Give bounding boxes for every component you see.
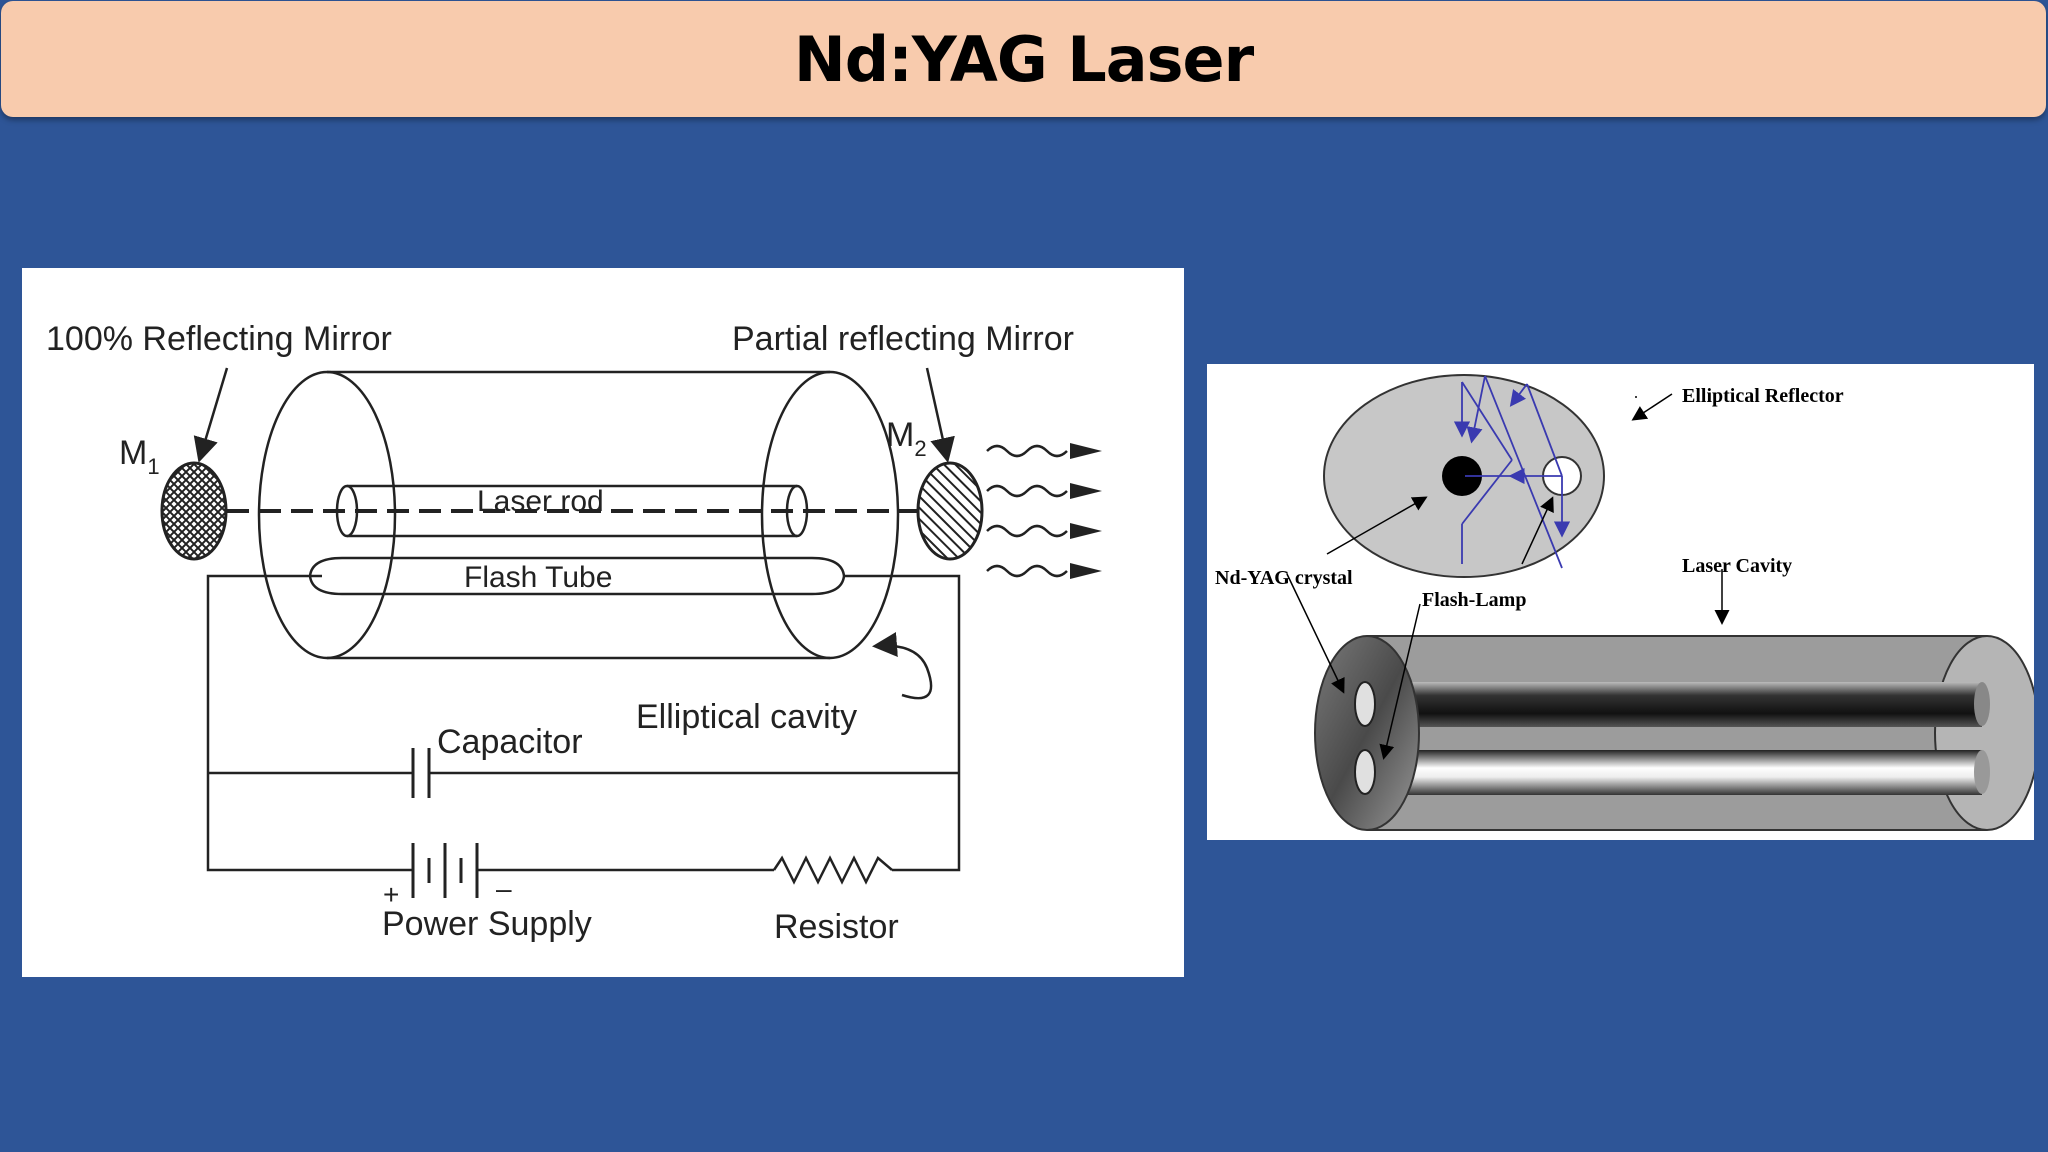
label-m1: M1 xyxy=(119,434,160,479)
label-plus: + xyxy=(383,879,399,910)
page-title: Nd:YAG Laser xyxy=(793,22,1254,96)
label-elliptical-reflector: Elliptical Reflector xyxy=(1682,385,1844,407)
label-nd-yag-crystal: Nd-YAG crystal xyxy=(1215,567,1353,589)
m2-pointer-arrow xyxy=(925,367,955,463)
label-capacitor: Capacitor xyxy=(437,723,583,761)
resistor-symbol xyxy=(772,855,893,885)
capacitor-symbol xyxy=(411,748,431,798)
nd-yag-crystal-cross-section xyxy=(1442,456,1482,496)
label-power-supply: Power Supply xyxy=(382,905,592,943)
label-laser-cavity: Laser Cavity xyxy=(1682,555,1792,577)
label-elliptical-cavity: Elliptical cavity xyxy=(636,698,857,736)
label-partial-reflecting-mirror: Partial reflecting Mirror xyxy=(732,320,1074,358)
laser-schematic-diagram: 100% Reflecting Mirror Partial reflectin… xyxy=(46,320,1102,946)
right-pointer-arrows xyxy=(1286,393,1730,760)
elliptical-cavity-shape xyxy=(257,370,900,660)
laser-cavity-3d-panel: Elliptical Reflector Nd-YAG crystal Flas… xyxy=(1207,364,2034,840)
label-flash-tube: Flash Tube xyxy=(464,561,612,594)
title-bar: Nd:YAG Laser xyxy=(1,1,2046,117)
label-laser-rod: Laser rod xyxy=(477,485,604,518)
laser-output-arrowheads xyxy=(1070,443,1102,579)
reflection-rays xyxy=(1453,375,1571,569)
label-100-reflecting-mirror: 100% Reflecting Mirror xyxy=(46,320,392,358)
laser-output-waves xyxy=(986,444,1068,578)
power-supply-symbol xyxy=(411,843,479,898)
m1-pointer-arrow xyxy=(193,367,229,463)
cavity-pointer-arrow xyxy=(872,632,933,700)
laser-cavity-3d-diagram: Elliptical Reflector Nd-YAG crystal Flas… xyxy=(1215,374,2034,831)
laser-cavity-cylinder xyxy=(1314,635,2034,831)
flash-tube-shape xyxy=(287,556,870,596)
mirror-m2-shape xyxy=(916,461,984,561)
label-minus: – xyxy=(496,873,512,904)
label-m2: M2 xyxy=(886,416,927,461)
label-resistor: Resistor xyxy=(774,908,899,946)
label-flash-lamp: Flash-Lamp xyxy=(1422,589,1526,611)
circuit-wires xyxy=(206,574,961,872)
mirror-m1-shape xyxy=(160,461,228,561)
laser-schematic-panel: 100% Reflecting Mirror Partial reflectin… xyxy=(22,268,1184,977)
